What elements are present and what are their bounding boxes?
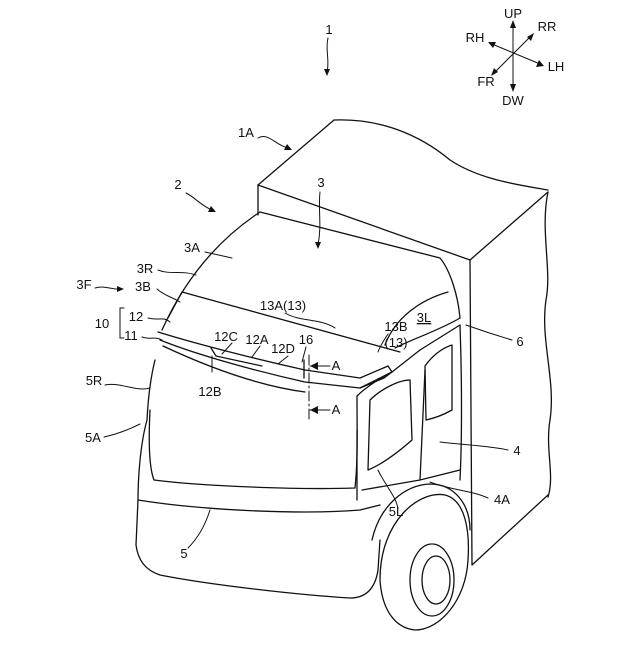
ref-a-lower: A	[332, 402, 341, 417]
section-line-a-a	[309, 355, 330, 420]
arrow-ref-3-icon	[315, 242, 321, 249]
ref-12: 12	[129, 309, 143, 324]
ref-6: 6	[516, 334, 523, 349]
cab-roof	[162, 212, 460, 352]
legend-fr: FR	[477, 74, 494, 89]
legend-down: DW	[502, 93, 524, 108]
legend-rr: RR	[538, 19, 557, 34]
arrow-lh-icon	[536, 60, 544, 67]
direction-legend: UP DW RH LH FR RR	[466, 6, 565, 108]
arrow-ref-1-icon	[324, 69, 330, 76]
ref-3r: 3R	[137, 261, 154, 276]
ref-3b: 3B	[135, 279, 151, 294]
arrow-rr-icon	[527, 33, 534, 41]
legend-lh: LH	[548, 59, 565, 74]
ref-2: 2	[174, 177, 181, 192]
legend-up: UP	[504, 6, 522, 21]
ref-a-upper: A	[332, 358, 341, 373]
wheel	[372, 484, 470, 630]
ref-3l: 3L	[417, 310, 431, 325]
section-arrow-lower-icon	[310, 406, 318, 414]
ref-5a: 5A	[85, 430, 101, 445]
arrow-down-icon	[510, 84, 516, 92]
ref-1a: 1A	[238, 125, 254, 140]
ref-12b: 12B	[198, 384, 221, 399]
ref-3: 3	[317, 175, 324, 190]
ref-12a: 12A	[245, 332, 268, 347]
ref-16: 16	[299, 332, 313, 347]
ref-4: 4	[513, 443, 520, 458]
ref-13b: 13B	[384, 319, 407, 334]
cab-side	[357, 325, 462, 500]
ref-5l: 5L	[389, 504, 403, 519]
cab-front	[136, 360, 380, 598]
ref-13a: 13A(13)	[260, 298, 306, 313]
ref-5r: 5R	[86, 373, 103, 388]
ref-4a: 4A	[494, 492, 510, 507]
legend-rh: RH	[466, 30, 485, 45]
ref-13b-paren: (13)	[384, 335, 407, 350]
ref-10: 10	[95, 316, 109, 331]
arrow-ref-3f-icon	[117, 286, 124, 292]
leader-lines	[95, 38, 512, 548]
ref-3a: 3A	[184, 240, 200, 255]
ref-11: 11	[124, 328, 138, 343]
ref-3f: 3F	[76, 277, 91, 292]
reference-labels: 1 1A 2 3 3A 3R 3B 3F 3L 10 12 11 12C 12A…	[76, 22, 523, 561]
arrow-up-icon	[510, 20, 516, 28]
section-arrow-upper-icon	[310, 362, 318, 370]
ref-12c: 12C	[214, 329, 238, 344]
ref-1: 1	[325, 22, 332, 37]
ref-12d: 12D	[271, 341, 295, 356]
ref-5: 5	[180, 546, 187, 561]
